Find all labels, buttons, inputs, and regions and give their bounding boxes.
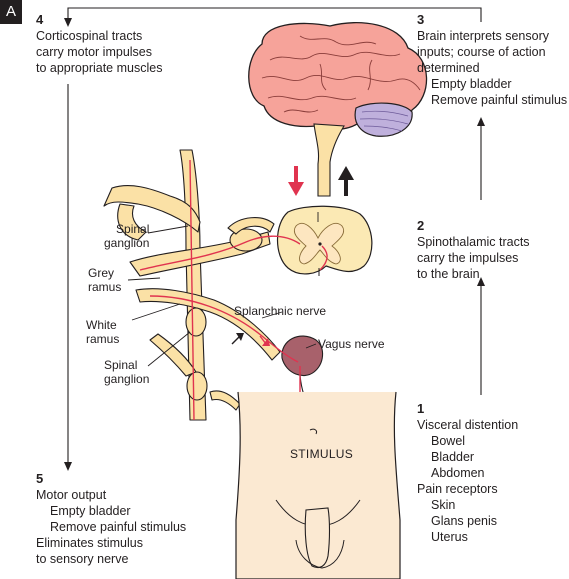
chain-ganglion-lower xyxy=(186,371,208,401)
spinal-cord-section xyxy=(277,205,373,276)
impulse-cord xyxy=(319,245,328,271)
label-grey-ramus-line-2: ramus xyxy=(88,280,122,294)
label-splanchnic-nerve: Splanchnic nerve xyxy=(234,304,327,318)
label-white-ramus: White ramus xyxy=(86,318,119,346)
step-5-number: 5 xyxy=(36,471,44,486)
step-1-heading-1: Visceral distention xyxy=(417,418,519,432)
label-white-ramus-line-2: ramus xyxy=(86,332,120,346)
step-3-block: 3 Brain interprets sensory inputs; cours… xyxy=(417,12,567,108)
flow-arrowheads xyxy=(64,18,485,471)
impulse-pathways xyxy=(139,159,328,421)
label-spinal-ganglion-bottom-line-2: ganglion xyxy=(104,372,150,386)
impulse-splanchnic xyxy=(149,295,299,363)
label-spinal-ganglion-top-line-2: ganglion xyxy=(104,236,150,250)
step-4-block: 4 Corticospinal tracts carry motor impul… xyxy=(36,12,162,76)
step-5-heading: Motor output xyxy=(36,488,107,502)
step-3-line-1: Brain interprets sensory xyxy=(417,29,550,43)
top-connector-line xyxy=(67,7,482,22)
brainstem xyxy=(313,123,345,197)
arrowhead-up-right-upper xyxy=(477,117,485,126)
pathway-arrows xyxy=(288,166,354,196)
step-3-line-3: determined xyxy=(417,61,480,75)
chain-ganglion-middle xyxy=(185,307,207,337)
step-1-item-bowel: Bowel xyxy=(431,434,466,448)
label-spinal-ganglion-top: Spinal ganglion xyxy=(104,222,149,250)
step-3-number: 3 xyxy=(417,12,425,27)
leader-spinal-ganglion-bottom xyxy=(147,331,191,367)
step-2-block: 2 Spinothalamic tracts carry the impulse… xyxy=(417,218,530,282)
step-1-item-skin: Skin xyxy=(431,498,456,512)
step-1-number: 1 xyxy=(417,401,425,416)
step-2-line-3: to the brain xyxy=(417,267,480,281)
impulse-trunk xyxy=(189,159,195,421)
leader-spinal-ganglion-top xyxy=(147,225,189,234)
step-5-block: 5 Motor output Empty bladder Remove pain… xyxy=(36,471,186,567)
lower-torso xyxy=(235,391,401,579)
step-2-number: 2 xyxy=(417,218,425,233)
torso-outline xyxy=(235,391,401,579)
impulse-sensory-root xyxy=(139,235,301,271)
step-1-item-bladder: Bladder xyxy=(431,450,475,464)
leader-vagus xyxy=(305,343,317,349)
step-4-line-2: carry motor impulses xyxy=(36,45,152,59)
brain-illustration xyxy=(248,22,428,197)
panel-label: A xyxy=(0,0,22,24)
brain-gyri xyxy=(261,35,421,113)
scrotum-outline xyxy=(295,539,345,569)
sensory-arrow-head xyxy=(338,166,354,180)
small-arrow-shaft-1 xyxy=(231,335,241,345)
small-arrow-head-1 xyxy=(236,333,244,341)
central-canal xyxy=(318,242,322,246)
step-2-line-1: Spinothalamic tracts xyxy=(417,235,530,249)
genital-outline xyxy=(304,507,331,569)
motor-arrow-head xyxy=(288,182,304,196)
step-3-line-2: inputs; course of action xyxy=(417,45,546,59)
step-2-line-2: carry the impulses xyxy=(417,251,519,265)
arrowhead-down-top xyxy=(64,18,72,27)
flow-connector-lines xyxy=(67,7,482,464)
label-vagus-nerve: Vagus nerve xyxy=(318,337,385,351)
step-1-heading-2: Pain receptors xyxy=(417,482,498,496)
step-4-line-1: Corticospinal tracts xyxy=(36,29,143,43)
step-4-line-3: to appropriate muscles xyxy=(36,61,163,75)
navel xyxy=(309,428,317,435)
splanchnic-nerve-body xyxy=(135,288,281,361)
leader-white-ramus xyxy=(131,303,181,321)
step-1-item-uterus: Uterus xyxy=(431,530,468,544)
step-5-tail-1: Eliminates stimulus xyxy=(36,536,143,550)
label-leaders xyxy=(127,225,317,367)
label-grey-ramus-line-1: Grey xyxy=(88,266,115,280)
leader-grey-ramus xyxy=(127,277,161,281)
arrowhead-down-bottom xyxy=(64,462,72,471)
step-3-item-2: Remove painful stimulus xyxy=(431,93,568,107)
lower-ramus xyxy=(209,390,241,411)
cerebellum-folia xyxy=(359,110,409,132)
leader-splanchnic xyxy=(261,311,283,319)
label-spinal-ganglion-top-line-1: Spinal xyxy=(116,222,150,236)
step-5-item-1: Empty bladder xyxy=(50,504,131,518)
step-3-item-1: Empty bladder xyxy=(431,77,512,91)
upper-ganglion-branch xyxy=(103,185,201,233)
step-1-block: 1 Visceral distention Bowel Bladder Abdo… xyxy=(417,401,518,545)
step-4-number: 4 xyxy=(36,12,44,27)
label-stimulus: STIMULUS xyxy=(290,447,354,461)
label-spinal-ganglion-bottom: Spinal ganglion xyxy=(104,358,149,386)
label-grey-ramus: Grey ramus xyxy=(88,266,121,294)
step-1-item-glans: Glans penis xyxy=(431,514,498,528)
step-1-item-abdomen: Abdomen xyxy=(431,466,485,480)
small-arrow-head-2 xyxy=(262,338,270,346)
upper-rami-loop xyxy=(117,203,147,241)
dorsal-root-loop xyxy=(227,217,275,235)
step-5-tail-2: to sensory nerve xyxy=(36,552,129,566)
step-5-item-2: Remove painful stimulus xyxy=(50,520,187,534)
label-white-ramus-line-1: White xyxy=(86,318,117,332)
arrowhead-up-right-lower xyxy=(477,277,485,286)
label-spinal-ganglion-bottom-line-1: Spinal xyxy=(104,358,138,372)
